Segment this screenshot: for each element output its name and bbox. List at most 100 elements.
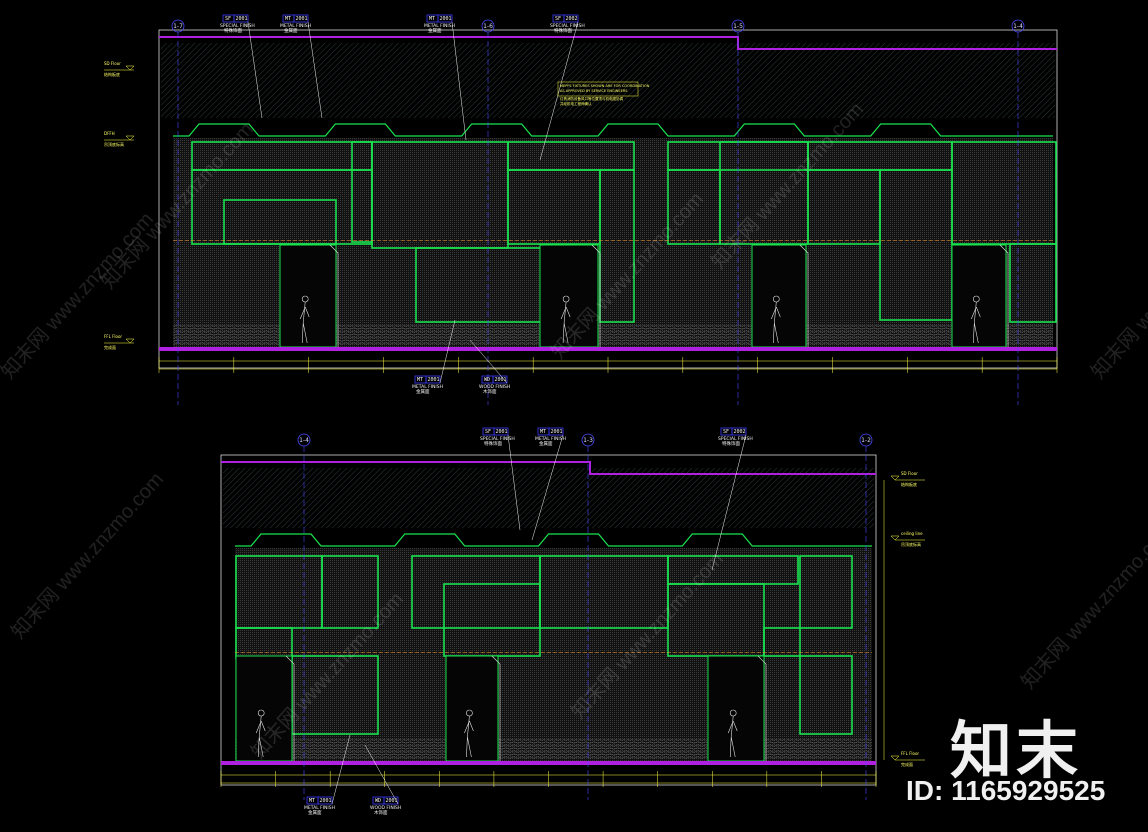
- tag-name: METAL FINISH: [280, 23, 311, 29]
- tag-number: 2001: [320, 798, 332, 804]
- level-label: DFFH: [104, 131, 115, 136]
- note-box: [557, 81, 639, 97]
- tag-num-box: [293, 14, 309, 23]
- tag-leader: [531, 434, 564, 541]
- wall-panel: [1009, 243, 1057, 323]
- tag-leader: [364, 744, 399, 805]
- tag-leader: [469, 339, 508, 384]
- tag-leader: [539, 21, 579, 161]
- level-label-cn: 结构板底: [104, 71, 120, 77]
- tag-name-cn: 木饰面: [483, 388, 497, 395]
- watermark-text: 知末网 www.znzmo.com: [0, 208, 158, 384]
- grid-bubble: [859, 433, 873, 447]
- tag-num-box: [492, 375, 508, 384]
- grid-label: 1-2: [861, 437, 871, 444]
- tag-leader: [247, 21, 263, 119]
- door-leaf: [799, 244, 809, 347]
- ceiling-profile: [235, 533, 872, 547]
- wall-mesh: [235, 548, 872, 761]
- watermark-text: 知末网 www.znzmo.com: [1017, 518, 1148, 694]
- grid-bubble: [581, 433, 595, 447]
- tag-code: WD: [484, 377, 490, 383]
- tag-num-box: [493, 427, 509, 436]
- tag-leader: [507, 434, 521, 531]
- level-marker: [890, 755, 900, 761]
- grid-bubble: [297, 433, 311, 447]
- wall-panel: [223, 199, 337, 245]
- tag-leader: [331, 734, 351, 805]
- slab-line: [221, 461, 876, 475]
- level-label-cn: 吊顶底标高: [104, 141, 124, 147]
- note-line: MEPFS FIXTURES SHOWN ARE FOR COORDINATIO…: [560, 84, 650, 88]
- tag-number: 2001: [428, 377, 440, 383]
- tag-number: 2001: [236, 16, 248, 22]
- ceiling-profile: [173, 123, 1053, 137]
- door-leaf: [285, 655, 295, 761]
- tag-leader: [439, 319, 456, 384]
- level-label: SD Floor: [104, 61, 121, 66]
- tag-num-box: [425, 375, 441, 384]
- door-opening: [707, 655, 765, 762]
- tag-num-box: [563, 14, 579, 23]
- scale-figure-body: [727, 715, 738, 758]
- door-opening: [951, 244, 1007, 348]
- floor-slab: [159, 347, 1057, 351]
- tag-name: SPECIAL FINISH: [480, 436, 515, 442]
- tag-number: 2001: [495, 377, 507, 383]
- door-opening: [445, 655, 499, 762]
- level-label: ceiling line: [901, 531, 923, 536]
- scale-figure-body: [771, 301, 781, 344]
- ceiling-void-hatch: [223, 468, 874, 528]
- tag-name-cn: 金属面: [416, 388, 430, 395]
- tag-name-cn: 金属面: [284, 27, 298, 34]
- coordination-note: MEPFS FIXTURES SHOWN ARE FOR COORDINATIO…: [557, 81, 650, 106]
- door-opening: [751, 244, 807, 348]
- tag-name-cn: 木饰面: [374, 809, 388, 816]
- level-label: FFL Floor: [104, 334, 122, 339]
- level-marker: [890, 535, 900, 541]
- grid-label: 1-5: [733, 23, 743, 30]
- tag-name-cn: 金属面: [428, 27, 442, 34]
- wall-panel: [799, 555, 853, 629]
- tag-code: MT: [309, 798, 315, 804]
- grid-bubble: [731, 19, 745, 33]
- level-label: SD Floor: [901, 471, 918, 476]
- grid-label: 1-6: [483, 23, 493, 30]
- tag-code: SF: [723, 429, 729, 435]
- note-line: AS APPROVED BY SERVICE ENGINEERS: [560, 89, 628, 93]
- door-leaf: [591, 244, 601, 347]
- watermark-text: 知末网 www.znzmo.com: [1087, 208, 1148, 384]
- level-marker: [125, 65, 135, 71]
- level-label-cn: 结构板底: [901, 481, 917, 487]
- door-opening: [235, 655, 293, 762]
- grid-label: 1-3: [583, 437, 593, 444]
- tag-code: WD: [375, 798, 381, 804]
- wall-panel: [799, 655, 853, 735]
- grid-bubble: [1011, 19, 1025, 33]
- grid-label: 1-7: [173, 23, 183, 30]
- watermark-text: 知末网 www.znzmo.com: [7, 468, 168, 644]
- ceiling-void-hatch: [161, 43, 1055, 118]
- wall-panel: [599, 169, 635, 323]
- tag-num-box: [731, 427, 747, 436]
- scale-figure-body: [971, 301, 981, 344]
- tag-num-box: [233, 14, 249, 23]
- scale-figure-body: [464, 715, 474, 758]
- tag-number: 2001: [440, 16, 452, 22]
- tag-name: SPECIAL FINISH: [718, 436, 753, 442]
- wall-panel: [763, 627, 801, 657]
- level-label: FFL Floor: [901, 751, 919, 756]
- door-leaf: [999, 244, 1009, 347]
- tag-number: 2001: [296, 16, 308, 22]
- door-leaf: [491, 655, 501, 761]
- tag-number: 2001: [496, 429, 508, 435]
- grid-label: 1-4: [299, 437, 309, 444]
